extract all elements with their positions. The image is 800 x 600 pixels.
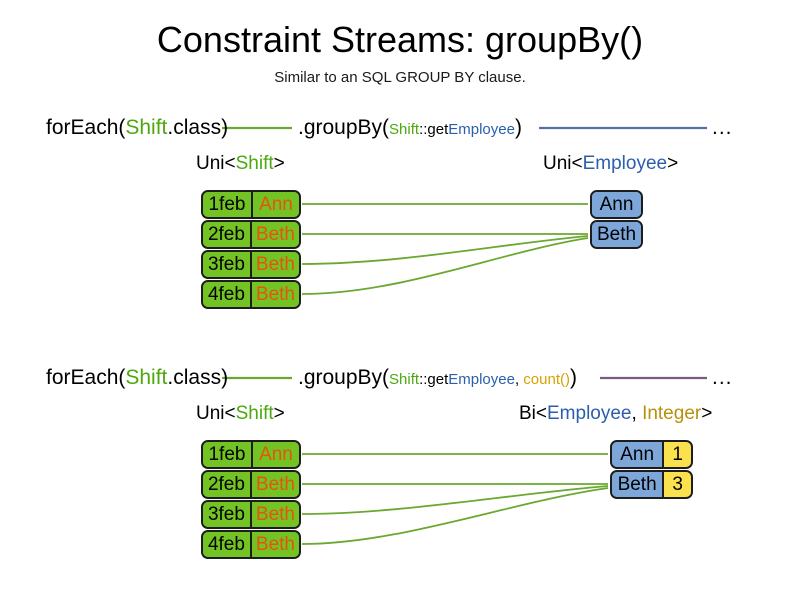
type-label-left-2: Uni<Shift>: [196, 402, 285, 426]
type-label-left-outer-1: Uni<: [196, 153, 236, 174]
shift-date: 3feb: [203, 252, 250, 277]
employee-count-box[interactable]: Beth 3: [610, 470, 693, 499]
shift-date: 1feb: [203, 442, 251, 467]
shift-box[interactable]: 4feb Beth: [201, 530, 301, 559]
code-groupby-1: .groupBy(Shift::getEmployee): [298, 115, 522, 143]
shift-box[interactable]: 4feb Beth: [201, 280, 301, 309]
code-foreach-prefix: forEach(: [46, 116, 126, 139]
code-foreach-prefix: forEach(: [46, 366, 126, 389]
code-ellipsis-2: ...: [712, 366, 733, 389]
shift-employee-name: Beth: [249, 222, 299, 247]
link-shift3-beth-1: [301, 235, 589, 265]
employee-count-box[interactable]: Ann 1: [610, 440, 693, 469]
type-label-right-close-1: >: [667, 153, 679, 174]
shift-date: 4feb: [203, 532, 250, 557]
shift-box[interactable]: 2feb Beth: [201, 470, 301, 499]
shift-employee-name: Beth: [249, 252, 299, 277]
code-groupby-arg-type: Shift: [389, 121, 420, 138]
employee-count: 3: [662, 472, 691, 497]
code-foreach-2: forEach(Shift.class): [46, 365, 228, 391]
type-label-right-outer-1: Uni<: [543, 153, 583, 174]
employee-box[interactable]: Ann: [590, 190, 643, 219]
type-label-left-close-1: >: [273, 153, 285, 174]
shift-employee-name: Beth: [249, 532, 299, 557]
employee-name: Beth: [592, 222, 641, 247]
shift-employee-name: Ann: [250, 192, 299, 217]
shift-employee-name: Ann: [250, 442, 299, 467]
employee-name: Ann: [612, 442, 663, 467]
link-shift3-beth-2: [301, 485, 609, 515]
employee-box[interactable]: Beth: [590, 220, 643, 249]
page-title: Constraint Streams: groupBy(): [156, 19, 644, 60]
code-foreach-type: Shift: [125, 366, 168, 389]
code-groupby-arg-sep: ::get: [419, 371, 449, 388]
code-groupby-arg-count: count(): [523, 371, 570, 388]
employee-count: 1: [662, 442, 691, 467]
shift-date: 1feb: [203, 192, 251, 217]
code-groupby-arg-prop: Employee: [448, 371, 515, 388]
shift-box[interactable]: 1feb Ann: [201, 440, 301, 469]
type-label-left-1: Uni<Shift>: [196, 152, 285, 176]
shift-employee-name: Beth: [249, 282, 299, 307]
code-groupby-prefix: .groupBy(: [298, 366, 390, 389]
page-subtitle: Similar to an SQL GROUP BY clause.: [274, 69, 526, 86]
shift-box[interactable]: 2feb Beth: [201, 220, 301, 249]
shift-box[interactable]: 3feb Beth: [201, 500, 301, 529]
type-label-right-2: Bi<Employee, Integer>: [519, 402, 712, 426]
type-label-right-inner-1: Employee: [582, 153, 668, 174]
code-groupby-arg-prop: Employee: [448, 121, 515, 138]
type-label-left-inner-1: Shift: [235, 153, 274, 174]
code-groupby-suffix: ): [514, 116, 522, 139]
code-groupby-2: .groupBy(Shift::getEmployee, count()): [298, 365, 577, 393]
link-shift4-beth-2: [301, 487, 609, 545]
shift-date: 4feb: [203, 282, 250, 307]
code-groupby-suffix: ): [569, 366, 577, 389]
code-groupby-prefix: .groupBy(: [298, 116, 390, 139]
shift-box[interactable]: 1feb Ann: [201, 190, 301, 219]
type-label-right-comma-2: ,: [631, 403, 643, 424]
shift-employee-name: Beth: [249, 502, 299, 527]
type-label-right-close-2: >: [701, 403, 713, 424]
type-label-right-1: Uni<Employee>: [543, 152, 678, 176]
code-foreach-1: forEach(Shift.class): [46, 115, 228, 141]
shift-date: 2feb: [203, 222, 250, 247]
type-label-left-inner-2: Shift: [235, 403, 274, 424]
type-label-left-outer-2: Uni<: [196, 403, 236, 424]
shift-date: 3feb: [203, 502, 250, 527]
code-ellipsis-1: ...: [712, 116, 733, 139]
type-label-right-outer-2: Bi<: [519, 403, 547, 424]
shift-box[interactable]: 3feb Beth: [201, 250, 301, 279]
code-groupby-arg-type: Shift: [389, 371, 420, 388]
code-foreach-suffix: .class): [167, 116, 229, 139]
shift-employee-name: Beth: [249, 472, 299, 497]
type-label-right-inner-2: Employee: [547, 403, 632, 424]
code-foreach-suffix: .class): [167, 366, 229, 389]
type-label-left-close-2: >: [273, 403, 285, 424]
employee-name: Beth: [612, 472, 663, 497]
code-foreach-type: Shift: [125, 116, 168, 139]
code-groupby-arg-comma: ,: [514, 371, 524, 388]
employee-name: Ann: [592, 192, 641, 217]
link-shift4-beth-1: [301, 237, 589, 295]
code-groupby-arg-sep: ::get: [419, 121, 449, 138]
type-label-right-inner2-2: Integer: [642, 403, 702, 424]
shift-date: 2feb: [203, 472, 250, 497]
